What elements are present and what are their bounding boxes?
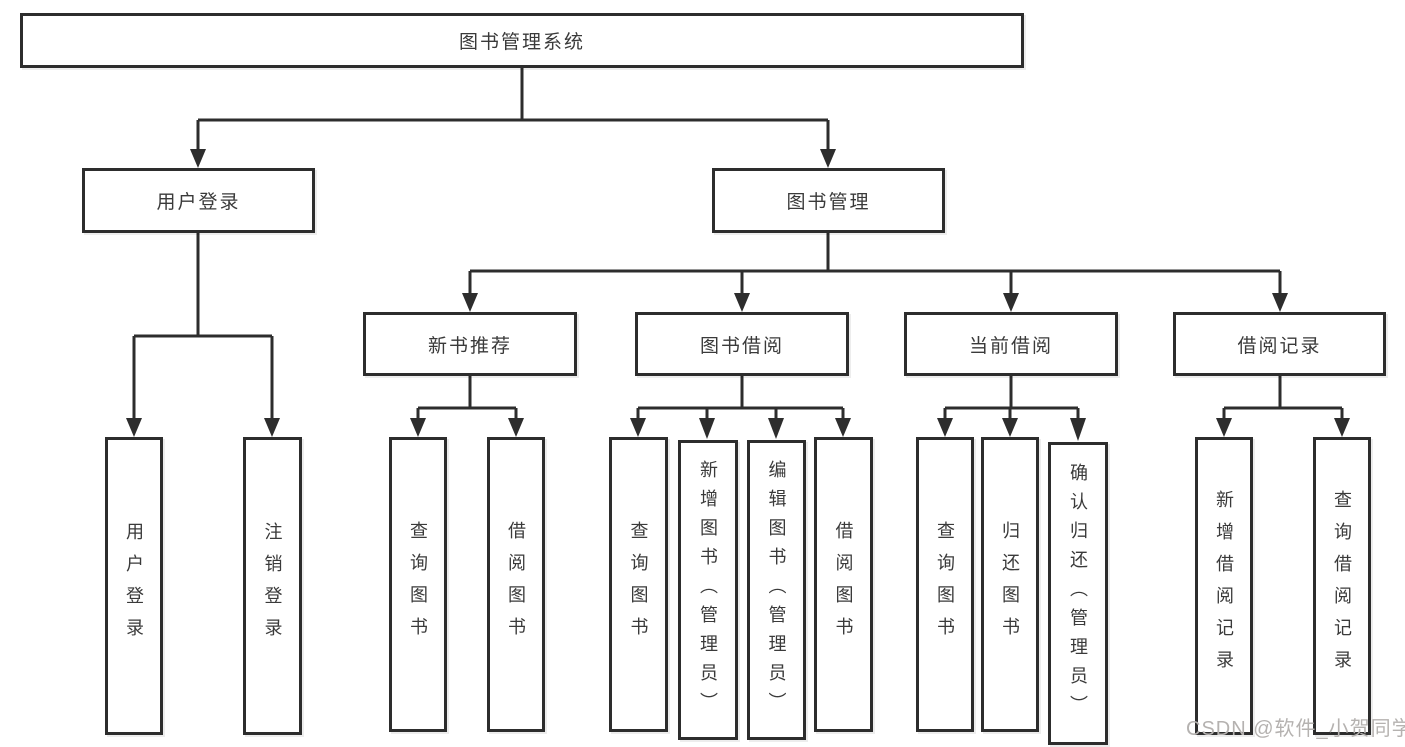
csdn-watermark: CSDN @软件_小贺同学 <box>1186 718 1405 740</box>
leaf-user-login: 用户登录 <box>105 437 163 735</box>
leaf-query-book-1: 查询图书 <box>389 437 447 732</box>
node-label: 查询图书 <box>935 520 955 649</box>
connector-book-borrow-branch <box>630 376 851 439</box>
node-label: 当前借阅 <box>968 335 1053 357</box>
node-label: 查询图书 <box>408 520 428 649</box>
node-library-management-system: 图书管理系统 <box>20 13 1024 68</box>
connector-book-mgmt-to-level3 <box>462 233 1288 312</box>
node-label: 图书管理 <box>786 192 871 213</box>
node-label: 查询借阅记录 <box>1332 490 1352 682</box>
node-label: 新增借阅记录 <box>1214 490 1234 682</box>
node-book-management: 图书管理 <box>712 168 945 233</box>
node-label: 用户登录 <box>156 192 241 213</box>
node-label: 注销登录 <box>262 522 283 650</box>
node-label: 借阅图书 <box>506 520 526 649</box>
connector-current-borrow-branch <box>937 376 1086 441</box>
connector-borrow-record-branch <box>1216 376 1350 437</box>
node-label: 编辑图书（管理员） <box>766 459 787 721</box>
node-new-book-recommend: 新书推荐 <box>363 312 577 376</box>
connector-new-book-branch <box>410 376 524 437</box>
node-borrow-record: 借阅记录 <box>1173 312 1386 376</box>
node-label: 查询图书 <box>628 520 649 649</box>
node-label: 确认归还（管理员） <box>1068 463 1088 724</box>
leaf-query-book-2: 查询图书 <box>609 437 668 732</box>
node-user-login: 用户登录 <box>82 168 315 233</box>
leaf-confirm-return-admin: 确认归还（管理员） <box>1048 442 1108 745</box>
leaf-return-book: 归还图书 <box>981 437 1039 732</box>
leaf-borrow-book-1: 借阅图书 <box>487 437 545 732</box>
leaf-query-book-3: 查询图书 <box>916 437 974 732</box>
leaf-borrow-book-2: 借阅图书 <box>814 437 873 732</box>
node-label: 归还图书 <box>1000 520 1020 649</box>
leaf-logout: 注销登录 <box>243 437 302 735</box>
node-label: 新增图书（管理员） <box>698 459 718 721</box>
node-label: 新书推荐 <box>427 335 512 357</box>
leaf-add-borrow-record: 新增借阅记录 <box>1195 437 1253 735</box>
connector-user-login-branch <box>126 233 280 437</box>
node-label: 借阅记录 <box>1237 335 1322 357</box>
node-current-borrow: 当前借阅 <box>904 312 1118 376</box>
node-label: 图书借阅 <box>699 335 784 357</box>
leaf-query-borrow-record: 查询借阅记录 <box>1313 437 1371 735</box>
node-label: 借阅图书 <box>833 520 854 649</box>
connector-root-to-level2 <box>190 68 836 168</box>
leaf-edit-book-admin: 编辑图书（管理员） <box>747 440 806 740</box>
node-label: 图书管理系统 <box>458 32 585 53</box>
node-label: 用户登录 <box>124 522 144 650</box>
node-book-borrow: 图书借阅 <box>635 312 849 376</box>
leaf-add-book-admin: 新增图书（管理员） <box>678 440 738 740</box>
